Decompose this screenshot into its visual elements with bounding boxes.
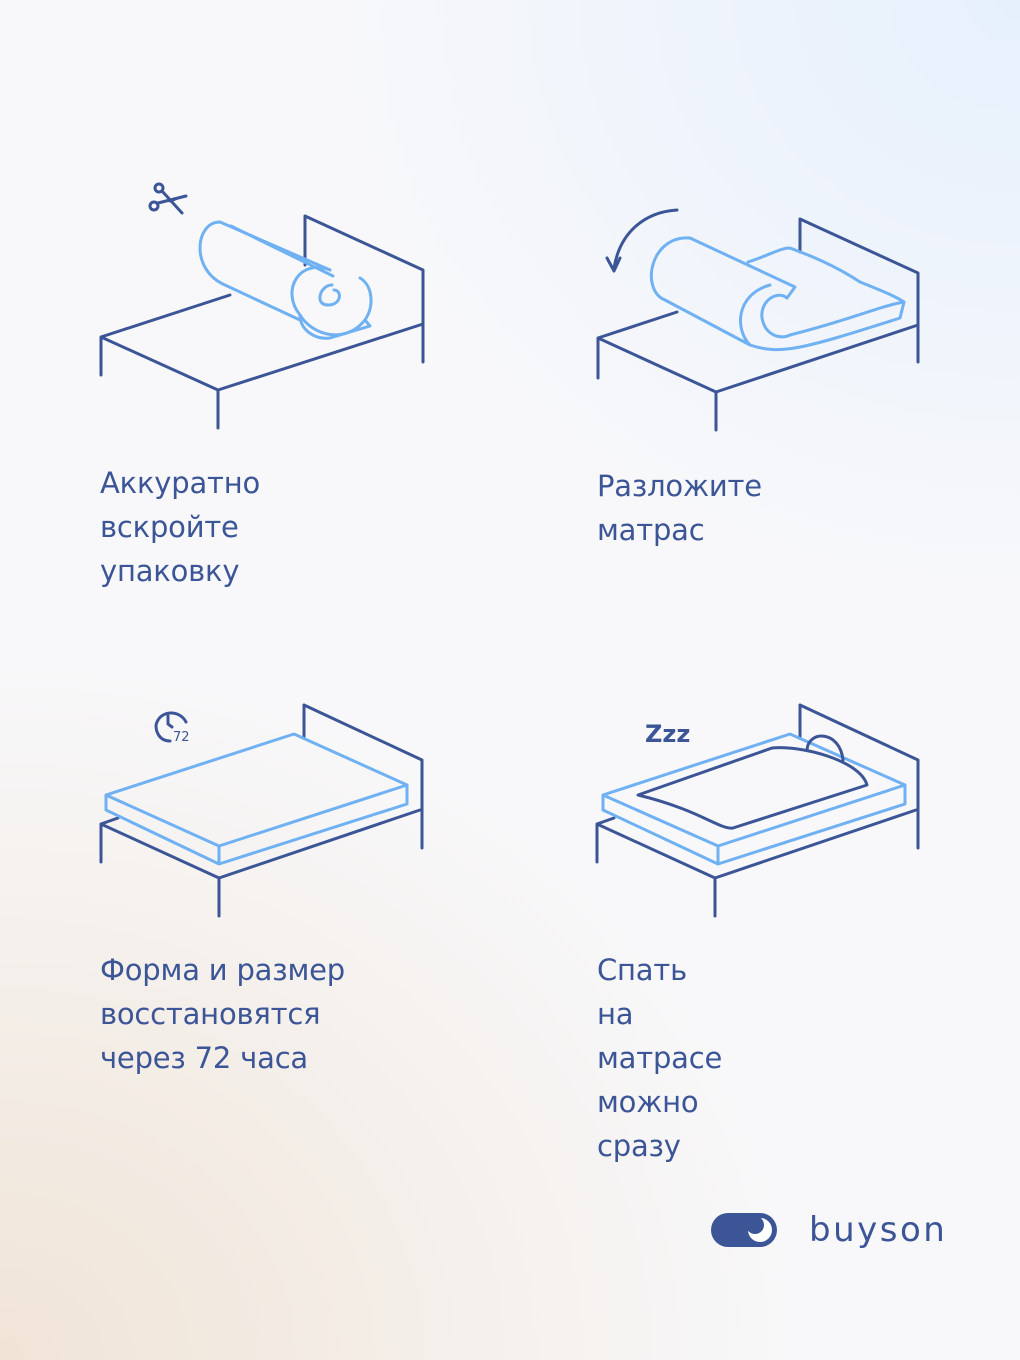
step-3-caption: Форма и размер восстановятся через 72 ча… xyxy=(100,953,345,1075)
unrolling-mattress-icon xyxy=(596,208,920,432)
step-2-caption: Разложите матрас xyxy=(597,469,762,547)
step-4-caption: Спать на матрасе можно сразу xyxy=(597,953,723,1163)
rolled-mattress-on-bed-icon xyxy=(99,182,425,430)
clock-72-icon: 72 xyxy=(154,711,190,745)
mattress-on-bed-icon: 72 xyxy=(99,703,424,918)
rotate-arrow-icon xyxy=(605,208,679,273)
svg-text:72: 72 xyxy=(173,730,190,745)
brand-logo: buyson xyxy=(711,1210,947,1250)
brand-name: buyson xyxy=(809,1210,948,1250)
scissors-icon xyxy=(148,182,188,215)
moon-toggle-icon xyxy=(711,1213,777,1247)
step-1-caption: Аккуратно вскройте упаковку xyxy=(100,466,261,588)
zzz-icon: Zzz xyxy=(645,720,691,748)
sleeping-person-icon xyxy=(595,703,920,918)
